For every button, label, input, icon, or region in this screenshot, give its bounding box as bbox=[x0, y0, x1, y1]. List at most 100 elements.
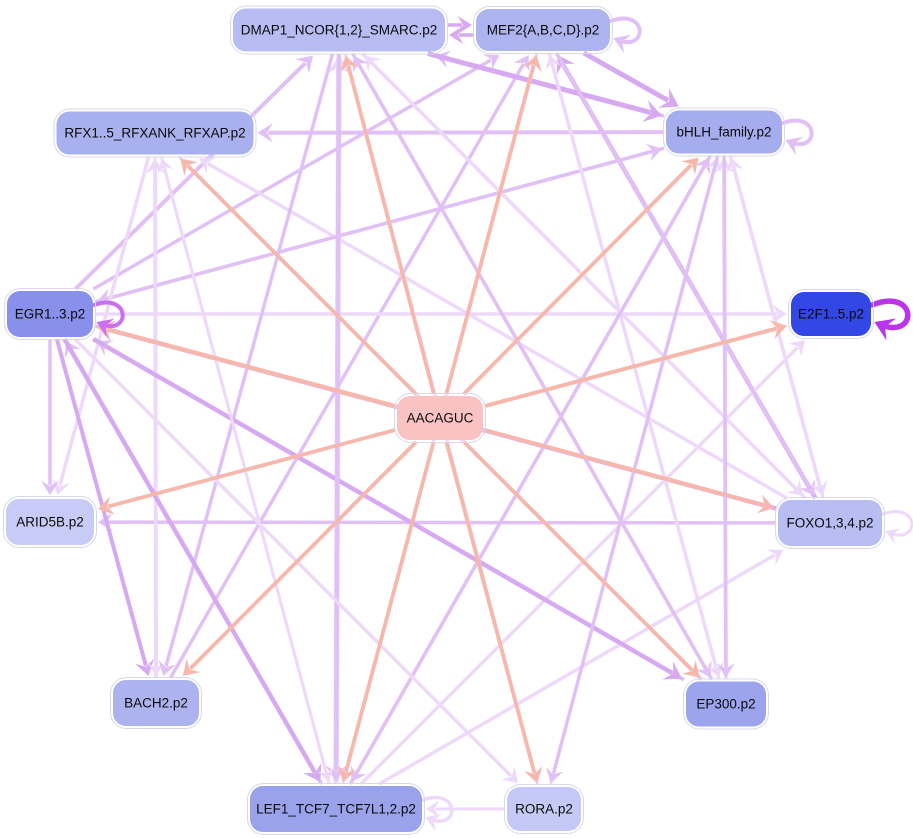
node-outline bbox=[473, 6, 613, 54]
edge-mef2-foxo bbox=[554, 52, 815, 496]
edge-arrowhead bbox=[350, 765, 367, 782]
node-foxo[interactable]: FOXO1,3,4.p2 bbox=[775, 497, 885, 549]
self-loop-arrowhead bbox=[885, 528, 901, 544]
edge-mef2-dmap1 bbox=[449, 25, 474, 45]
edge-arrowhead bbox=[303, 762, 322, 782]
edge-line bbox=[206, 161, 788, 500]
edge-arrowhead bbox=[158, 659, 176, 676]
self-loop-e2f1 bbox=[869, 298, 911, 341]
node-box bbox=[397, 396, 483, 440]
edge-arrowhead bbox=[786, 479, 804, 496]
edge-arrowhead bbox=[706, 661, 724, 678]
edge-arrowhead bbox=[523, 55, 542, 72]
node-label: RORA.p2 bbox=[515, 802, 573, 817]
edge-line bbox=[153, 156, 158, 667]
node-outline bbox=[230, 5, 448, 55]
edge-rfx-bach2 bbox=[147, 156, 165, 676]
node-box bbox=[56, 111, 254, 155]
edge-dmap1-ep300 bbox=[350, 52, 712, 678]
edge-mir-e2f1 bbox=[484, 320, 787, 408]
node-box bbox=[507, 787, 581, 831]
self-loop-curve bbox=[881, 510, 913, 537]
edge-mef2-ep300 bbox=[547, 52, 724, 678]
node-label: bHLH_family.p2 bbox=[676, 125, 771, 140]
node-box bbox=[778, 500, 882, 546]
node-outline bbox=[110, 677, 202, 729]
edge-rfx-lef1 bbox=[159, 156, 334, 782]
node-rfx[interactable]: RFX1..5_RFXANK_RFXAP.p2 bbox=[53, 108, 257, 158]
self-loop-curve bbox=[421, 796, 454, 823]
edge-egr1-ep300 bbox=[92, 337, 682, 680]
edge-bhlh-rfx bbox=[257, 123, 665, 143]
edge-mir-bhlh bbox=[462, 157, 699, 396]
edge-line bbox=[554, 52, 811, 489]
edge-lef1-foxo bbox=[378, 549, 784, 786]
node-lef1[interactable]: LEF1_TCF7_TCF7L1,2.p2 bbox=[247, 783, 425, 835]
edge-mir-ep300 bbox=[462, 440, 700, 678]
node-bach2[interactable]: BACH2.p2 bbox=[110, 677, 202, 729]
edge-mir-rfx bbox=[180, 158, 418, 396]
node-box bbox=[666, 110, 782, 154]
edge-line bbox=[268, 130, 665, 135]
edge-arrowhead bbox=[642, 100, 662, 122]
edge-arrowhead bbox=[40, 480, 60, 495]
node-mir[interactable]: AACAGUC bbox=[394, 393, 486, 443]
node-label: MEF2{A,B,C,D}.p2 bbox=[487, 23, 600, 38]
edge-line bbox=[186, 164, 418, 396]
edge-arrowhead bbox=[257, 123, 273, 143]
edge-bhlh-egr1 bbox=[97, 146, 665, 307]
edge-arrowhead bbox=[180, 158, 198, 176]
node-box bbox=[113, 680, 199, 726]
node-mef2[interactable]: MEF2{A,B,C,D}.p2 bbox=[473, 6, 613, 54]
edge-arrowhead bbox=[769, 320, 787, 340]
node-label: ARID5B.p2 bbox=[16, 515, 84, 530]
node-bhlh[interactable]: bHLH_family.p2 bbox=[663, 107, 785, 157]
node-dmap1[interactable]: DMAP1_NCOR{1,2}_SMARC.p2 bbox=[230, 5, 448, 55]
edge-arrowhead bbox=[426, 800, 440, 818]
edge-line bbox=[551, 155, 720, 774]
node-rora[interactable]: RORA.p2 bbox=[504, 784, 584, 834]
self-loop-arrowhead bbox=[613, 34, 632, 53]
edge-line bbox=[107, 520, 777, 525]
edge-arrowhead bbox=[681, 157, 699, 175]
node-outline bbox=[788, 289, 874, 339]
edge-egr1-rora bbox=[73, 337, 519, 783]
edge-line bbox=[168, 62, 526, 679]
node-egr1[interactable]: EGR1..3.p2 bbox=[4, 288, 96, 340]
node-outline bbox=[683, 678, 769, 730]
edge-arrowhead bbox=[317, 767, 334, 782]
node-label: RFX1..5_RFXANK_RFXAP.p2 bbox=[64, 126, 245, 141]
self-loop-bhlh bbox=[781, 118, 814, 155]
edge-line bbox=[547, 52, 718, 669]
edge-arrowhead bbox=[147, 662, 165, 676]
edge-mir-foxo bbox=[484, 428, 774, 514]
node-outline bbox=[53, 108, 257, 158]
edge-egr1-lef1 bbox=[62, 337, 322, 782]
edge-line bbox=[462, 440, 694, 672]
node-box bbox=[233, 8, 445, 52]
node-outline bbox=[663, 107, 785, 157]
edge-line bbox=[106, 146, 665, 301]
node-label: BACH2.p2 bbox=[124, 696, 188, 711]
edge-arrowhead bbox=[788, 340, 805, 357]
node-e2f1[interactable]: E2F1..5.p2 bbox=[788, 289, 874, 339]
edge-arrowhead bbox=[337, 765, 357, 782]
node-arid5b[interactable]: ARID5B.p2 bbox=[3, 496, 97, 548]
self-loop-arrowhead bbox=[96, 318, 115, 337]
self-loop-lef1 bbox=[421, 796, 454, 831]
node-layer: DMAP1_NCOR{1,2}_SMARC.p2 MEF2{A,B,C,D}.p2… bbox=[3, 5, 885, 835]
edge-mir-dmap1 bbox=[340, 55, 436, 395]
self-loop-arrowhead bbox=[785, 136, 804, 155]
node-outline bbox=[394, 393, 486, 443]
edge-line bbox=[54, 338, 148, 667]
edge-line bbox=[92, 337, 674, 675]
self-loop-mef2 bbox=[609, 16, 642, 53]
node-ep300[interactable]: EP300.p2 bbox=[683, 678, 769, 730]
edge-arrowhead bbox=[482, 54, 500, 70]
edge-line bbox=[444, 441, 537, 774]
node-box bbox=[250, 786, 422, 832]
edge-egr1-arid5b bbox=[40, 339, 60, 495]
edge-line bbox=[73, 337, 513, 778]
edge-line bbox=[346, 65, 436, 395]
